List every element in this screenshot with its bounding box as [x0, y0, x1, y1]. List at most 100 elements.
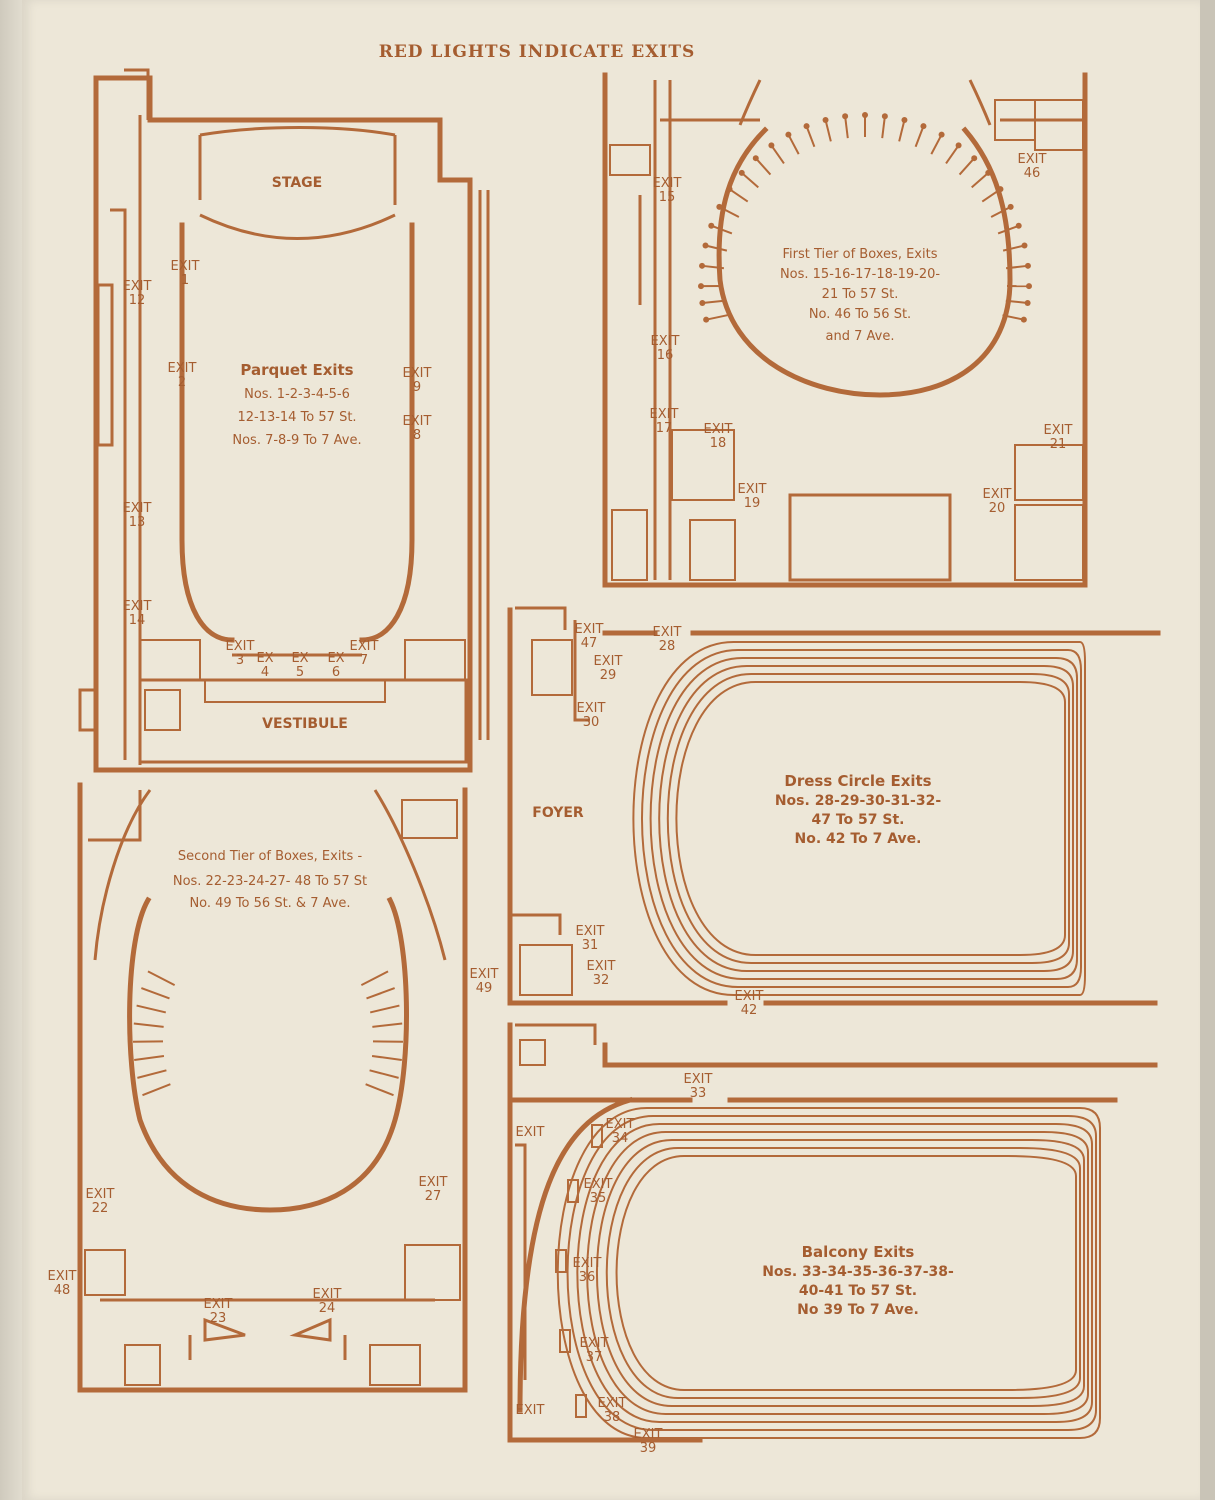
- dress-circle-exit-word: EXIT: [575, 622, 604, 637]
- box-seat-mark: [1015, 222, 1022, 229]
- balcony-exit-number: 38: [604, 1410, 621, 1425]
- dress-circle-exit-number: 28: [659, 639, 676, 654]
- balcony-exit-word: EXIT: [516, 1125, 545, 1140]
- seat-row: [641, 649, 1068, 988]
- dress-circle-exit-number: 42: [741, 1003, 758, 1018]
- dress-circle-exit-word: EXIT: [735, 989, 764, 1004]
- parquet-exit-word: EXIT: [168, 361, 197, 376]
- balcony-exit-word: EXIT: [580, 1336, 609, 1351]
- parquet-exit-number: 3: [236, 653, 244, 668]
- box-seat-mark: [822, 116, 829, 123]
- dress-circle-exit-word: EXIT: [577, 701, 606, 716]
- box-partition: [137, 1069, 167, 1079]
- second-tier-exit-word: EXIT: [48, 1269, 77, 1284]
- box-partition: [369, 1069, 399, 1079]
- second-tier-exits-description-line: Nos. 22-23-24-27- 48 To 57 St: [173, 874, 367, 889]
- box-seat-mark: [1024, 262, 1031, 269]
- first-tier-exit-word: EXIT: [1044, 423, 1073, 438]
- seat-row-end: [1067, 1115, 1097, 1431]
- box-seat-mark: [698, 283, 705, 290]
- seat-row-end: [1067, 649, 1082, 988]
- box-partition: [755, 157, 772, 176]
- seat-row: [658, 665, 1044, 972]
- box-partition: [718, 205, 740, 218]
- first-tier-title: First Tier of Boxes, Exits: [783, 247, 938, 262]
- parquet-title: Parquet Exits: [240, 361, 353, 379]
- box-partition: [770, 144, 785, 165]
- first-tier-plan: First Tier of Boxes, Exits Nos. 15-16-17…: [602, 72, 1088, 588]
- seat-row-end: [1079, 641, 1086, 996]
- parquet-exit-number: 1: [181, 273, 189, 288]
- box-seat-mark: [881, 113, 888, 120]
- parquet-exit-word: EXIT: [403, 366, 432, 381]
- parquet-exit-word: EXIT: [171, 259, 200, 274]
- box-partition: [701, 264, 725, 270]
- seat-row-end: [1055, 657, 1078, 980]
- first-tier-exit-number: 16: [657, 348, 674, 363]
- box-seat-mark: [702, 242, 709, 249]
- balcony-box: [559, 1329, 571, 1353]
- dress-circle-exit-word: EXIT: [587, 959, 616, 974]
- box-seat-mark: [726, 186, 733, 193]
- parquet-exit-number: 8: [413, 428, 421, 443]
- box-partition: [930, 134, 943, 155]
- box-partition: [728, 188, 749, 203]
- second-tier-exit-word: EXIT: [313, 1287, 342, 1302]
- box-partition: [366, 987, 396, 1000]
- balcony-exit-number: 37: [586, 1350, 603, 1365]
- box-seat-mark: [842, 113, 849, 120]
- second-tier-exit-number: 22: [92, 1201, 109, 1216]
- parquet-exits-description-line: 12-13-14 To 57 St.: [237, 410, 356, 425]
- box-seat-mark: [920, 123, 927, 130]
- box-partition: [881, 116, 886, 139]
- parquet-exit-number: 5: [296, 665, 304, 680]
- first-tier-exit-number: 18: [710, 436, 727, 451]
- balcony-exit-number: 34: [612, 1131, 629, 1146]
- box-seat-mark: [703, 316, 710, 323]
- second-tier-title: Second Tier of Boxes, Exits -: [178, 849, 363, 864]
- seat-row: [576, 1123, 1056, 1423]
- box-partition: [710, 224, 733, 235]
- box-partition: [705, 314, 728, 321]
- box-partition: [787, 134, 800, 155]
- box-seat-mark: [985, 169, 992, 176]
- first-tier-exits-description-line: No. 46 To 56 St.: [809, 307, 911, 322]
- parquet-exits-description-line: Nos. 1-2-3-4-5-6: [244, 387, 350, 402]
- parquet-exit-word: EXIT: [123, 599, 152, 614]
- box-partition: [369, 1004, 400, 1014]
- box-partition: [844, 116, 849, 139]
- dress-circle-exit-word: EXIT: [576, 924, 605, 939]
- dress-circle-exit-number: 31: [582, 938, 599, 953]
- seat-row: [595, 1139, 1032, 1407]
- box-partition: [805, 125, 816, 148]
- second-tier-exit-number: 48: [54, 1283, 71, 1298]
- balcony-box: [555, 1249, 567, 1273]
- box-seat-mark: [997, 186, 1004, 193]
- box-partition: [741, 172, 759, 189]
- stage-label: STAGE: [272, 175, 322, 191]
- parquet-exit-number: 4: [261, 665, 269, 680]
- box-partition: [702, 299, 725, 305]
- box-partition: [360, 970, 389, 986]
- box-partition: [990, 205, 1012, 218]
- parquet-exits-description-line: Nos. 7-8-9 To 7 Ave.: [232, 433, 361, 448]
- dress-circle-exits-description-line: 47 To 57 St.: [812, 812, 905, 828]
- box-seat-mark: [768, 142, 775, 149]
- balcony-title: Balcony Exits: [802, 1243, 915, 1261]
- box-partition: [136, 1004, 167, 1014]
- box-partition: [134, 1054, 165, 1061]
- balcony-plan: Balcony Exits Nos. 33-34-35-36-37-38-40-…: [507, 1022, 1158, 1456]
- dress-circle-exit-number: 29: [600, 668, 617, 683]
- first-tier-exits-description-line: Nos. 15-16-17-18-19-20-: [780, 267, 940, 282]
- seat-row: [675, 681, 1020, 956]
- parquet-exit-word: EX: [327, 651, 344, 666]
- seat-row: [605, 1147, 1020, 1399]
- parquet-exit-number: 2: [178, 375, 186, 390]
- parquet-exit-number: 12: [129, 293, 146, 308]
- box-partition: [914, 125, 925, 148]
- second-tier-exit-word: EXIT: [470, 967, 499, 982]
- parquet-exit-number: 9: [413, 380, 421, 395]
- box-partition: [1005, 264, 1029, 270]
- box-partition: [1002, 244, 1025, 252]
- first-tier-exit-number: 19: [744, 496, 761, 511]
